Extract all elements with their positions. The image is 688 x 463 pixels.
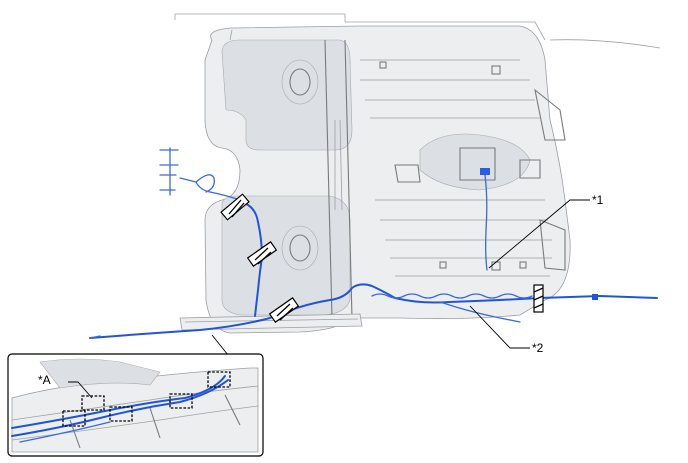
inset-detail: *A bbox=[7, 353, 264, 457]
clamp-box-5 bbox=[207, 371, 231, 388]
clamp-box-4 bbox=[169, 393, 193, 409]
inset-leader bbox=[211, 334, 229, 356]
callout-2-label: *2 bbox=[532, 341, 544, 355]
callout-2: *2 bbox=[469, 305, 544, 355]
callout-1-label: *1 bbox=[592, 193, 604, 207]
vehicle-floor-pan bbox=[174, 13, 661, 334]
wire-harness bbox=[89, 147, 658, 339]
callout-a-label: *A bbox=[38, 373, 51, 387]
tape-marker-2 bbox=[246, 241, 278, 267]
callout-1: *1 bbox=[488, 193, 604, 269]
tape-marker-1 bbox=[220, 193, 250, 221]
clamp-box-2 bbox=[81, 395, 105, 411]
tape-marker-4 bbox=[533, 284, 544, 313]
tape-marker-3 bbox=[268, 297, 300, 323]
clamp-box-3 bbox=[109, 406, 133, 422]
clamp-box-1 bbox=[62, 410, 86, 427]
